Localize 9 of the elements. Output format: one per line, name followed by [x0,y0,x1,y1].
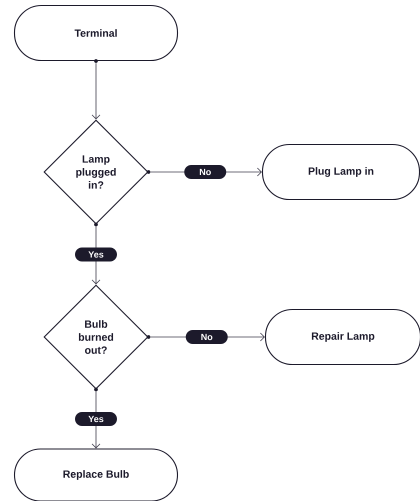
terminal-box: Replace Bulb [14,448,178,501]
arrow [92,62,100,120]
terminal-box: Terminal [14,4,178,62]
edge-label: Yes [75,412,117,426]
terminal-box: Plug Lamp in [262,144,420,200]
edge-label: Yes [75,248,117,262]
edge-label: No [184,165,226,179]
edge-label: No [186,330,228,344]
terminal-box: Repair Lamp [264,308,420,366]
